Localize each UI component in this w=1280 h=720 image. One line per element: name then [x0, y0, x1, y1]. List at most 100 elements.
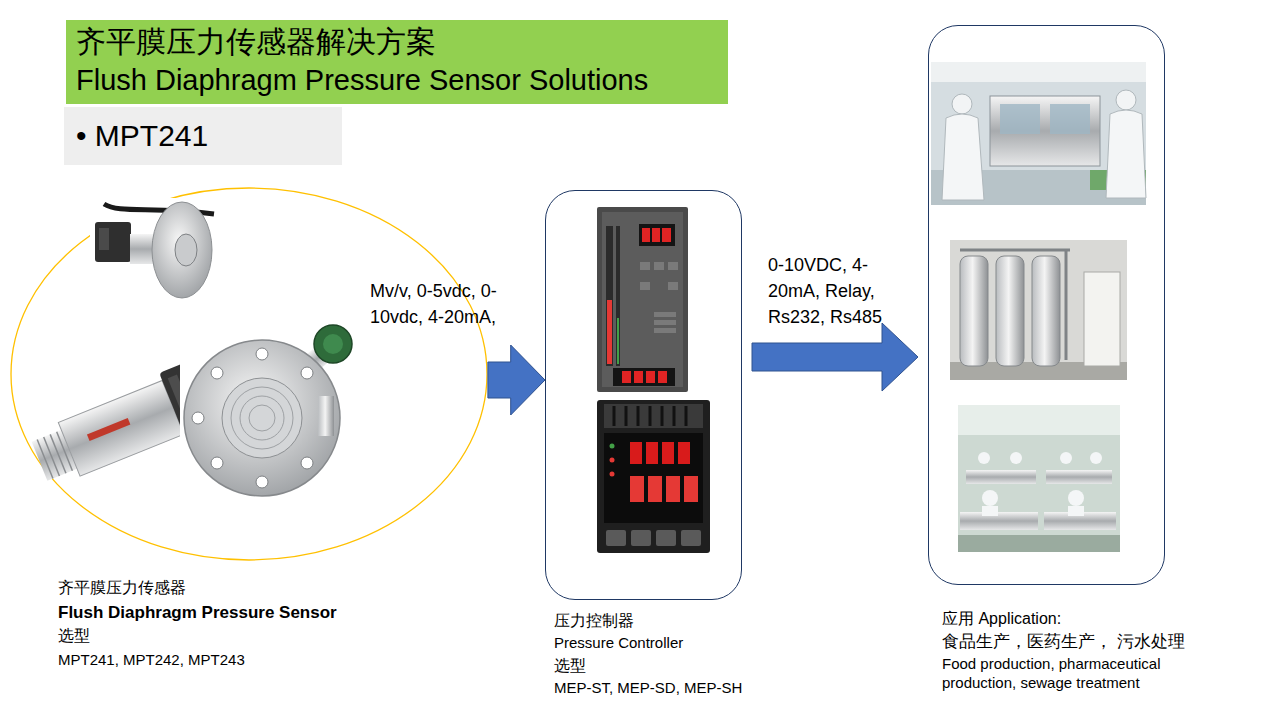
- status-led: [610, 458, 615, 463]
- led-digit: [630, 442, 642, 464]
- machine-window: [1050, 104, 1090, 134]
- led-digit: [634, 371, 643, 383]
- photo-water-treatment: [950, 240, 1127, 380]
- worker-suit: [982, 506, 998, 516]
- bolt-hole: [211, 457, 223, 469]
- bolt-hole: [211, 367, 223, 379]
- filter-tank: [1032, 256, 1060, 366]
- pipe: [1065, 250, 1068, 360]
- sensor-body: [58, 380, 184, 476]
- led-digit: [662, 442, 674, 464]
- node-heading: Flush Diaphragm Pressure Sensor: [58, 602, 337, 623]
- node-heading: 齐平膜压力传感器: [58, 578, 186, 598]
- ceiling: [958, 405, 1120, 435]
- photo-background: [180, 318, 356, 514]
- worker-head: [1116, 90, 1136, 110]
- photo-cleanroom: [931, 62, 1146, 205]
- filter-tank: [996, 256, 1024, 366]
- vent-slot: [613, 406, 616, 426]
- bolt-hole: [301, 457, 313, 469]
- control-button: [668, 282, 678, 290]
- led-digit: [652, 228, 660, 242]
- floor: [931, 170, 1146, 205]
- brine-tank: [1084, 272, 1120, 366]
- controller-housing: [597, 400, 710, 553]
- model-list: MPT241, MPT242, MPT243: [58, 651, 245, 670]
- node-subheading: 选型: [58, 626, 90, 646]
- photo-background: [90, 198, 216, 304]
- sensor-thread: [32, 430, 77, 481]
- machine-window: [1000, 104, 1040, 134]
- diaphragm-ring: [249, 405, 275, 431]
- work-table: [966, 470, 1036, 484]
- flange-disk: [184, 340, 340, 496]
- control-button: [654, 262, 664, 270]
- vent-slot: [685, 406, 688, 426]
- control-button: [631, 530, 651, 546]
- bargraph-fill: [617, 318, 619, 364]
- worker-suit: [942, 114, 984, 200]
- control-button: [606, 530, 626, 546]
- display-window: [604, 433, 703, 523]
- work-table: [1044, 512, 1116, 530]
- title-english: Flush Diaphragm Pressure Sensor Solution…: [76, 62, 648, 98]
- led-digit: [662, 228, 671, 242]
- worker-head: [1068, 490, 1084, 506]
- bolt-hole: [256, 348, 268, 360]
- bargraph: [616, 226, 620, 366]
- cable-gland: [208, 371, 234, 405]
- worker-suit: [1106, 110, 1146, 198]
- side-port: [318, 396, 334, 436]
- junction-cap: [323, 334, 343, 354]
- connector-face: [168, 374, 199, 432]
- application-box: 应用 Application:食品生产，医药生产， 污水处理Food produ…: [928, 25, 1165, 585]
- title-chinese: 齐平膜压力传感器解决方案: [76, 23, 436, 61]
- thread-line: [37, 440, 53, 479]
- worker-head: [1010, 452, 1022, 464]
- block-arrow: [488, 345, 545, 415]
- led-digit: [630, 476, 644, 502]
- signal-label: 0-10VDC, 4-20mA, Relay, Rs232, Rs485: [768, 252, 904, 330]
- bargraph: [606, 226, 613, 366]
- diaphragm-ring: [231, 387, 293, 449]
- vent-slot: [637, 406, 640, 426]
- ellipse-border: [11, 188, 487, 560]
- control-button: [681, 530, 701, 546]
- block-arrow: [752, 323, 918, 391]
- production-machine: [990, 96, 1100, 166]
- ceiling: [931, 62, 1146, 82]
- model-name: • MPT241: [76, 117, 208, 155]
- junction-head: [314, 325, 352, 363]
- indicator-bar: [654, 312, 676, 317]
- thread-line: [50, 434, 66, 473]
- led-digit: [642, 228, 650, 242]
- worker-head: [1060, 452, 1072, 464]
- product-marking: [87, 418, 130, 441]
- sensor-neck: [130, 234, 166, 264]
- controller-box: 压力控制器Pressure Controller选型MEP-ST, MEP-SD…: [545, 190, 742, 600]
- thread-line: [57, 432, 73, 471]
- green-floor-mat: [1090, 170, 1146, 190]
- worker-suit: [1068, 506, 1084, 516]
- flange-stem: [297, 346, 330, 378]
- model-list: MEP-ST, MEP-SD, MEP-SH: [554, 679, 742, 698]
- work-table: [960, 512, 1038, 530]
- signal-label: Mv/v, 0-5vdc, 0-10vdc, 4-20mA,: [370, 278, 538, 330]
- vent-slot: [661, 406, 664, 426]
- worker-head: [952, 94, 972, 114]
- ellipse-outline: [10, 187, 488, 561]
- vent-slot: [625, 406, 628, 426]
- node-subheading: 选型: [554, 656, 586, 676]
- thread-line: [44, 437, 60, 476]
- led-digit: [666, 476, 680, 502]
- status-led: [610, 444, 615, 449]
- floor: [950, 362, 1127, 380]
- vent-slot: [673, 406, 676, 426]
- control-button: [640, 262, 650, 270]
- bolt-hole: [192, 412, 204, 424]
- controller-face: [602, 212, 683, 387]
- pipe: [960, 249, 1070, 252]
- led-digit: [646, 371, 655, 383]
- model-tag: • MPT241: [64, 107, 342, 165]
